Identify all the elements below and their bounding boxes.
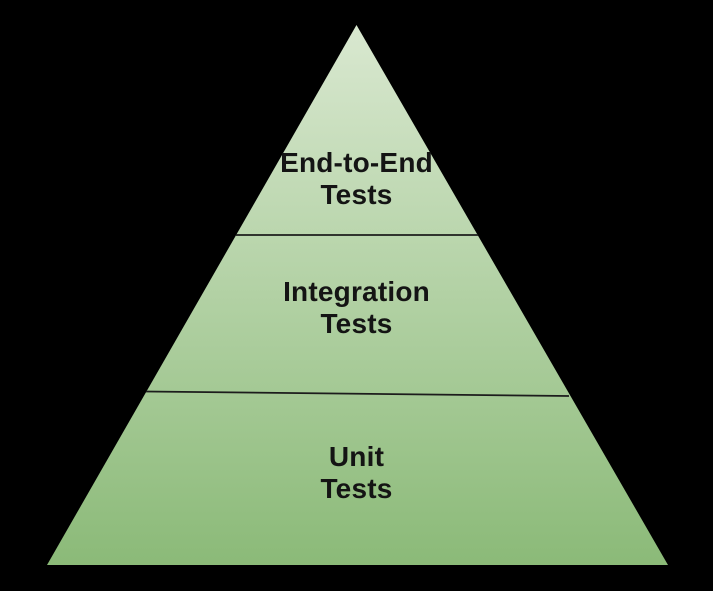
label-line-2: Tests xyxy=(320,179,393,210)
divider-integration-unit xyxy=(145,390,570,397)
level-label-unit-tests: Unit Tests xyxy=(0,441,713,505)
pyramid-shape xyxy=(47,25,668,565)
level-label-end-to-end-tests: End-to-End Tests xyxy=(0,147,713,211)
level-label-integration-tests: Integration Tests xyxy=(0,276,713,340)
label-line-2: Tests xyxy=(320,308,393,339)
label-line-1: End-to-End xyxy=(280,147,433,178)
label-line-1: Integration xyxy=(283,276,430,307)
label-line-1: Unit xyxy=(328,441,385,472)
label-line-2: Tests xyxy=(320,473,393,504)
